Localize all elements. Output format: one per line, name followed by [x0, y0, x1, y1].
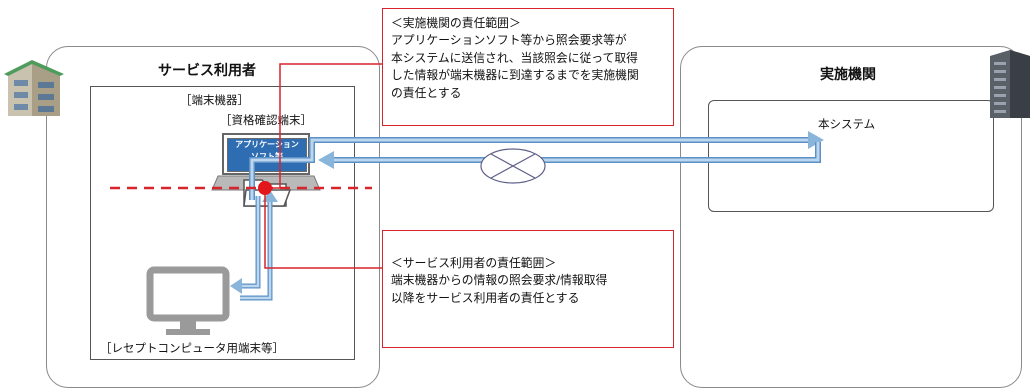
provider-responsibility-line-3: した情報が端末機器に到達するまでを実施機関	[391, 68, 639, 83]
diagram-graphics	[4, 50, 1030, 335]
user-responsibility-connector	[264, 188, 384, 269]
provider-responsibility-line-1: アプリケーションソフト等から照会要求等が	[391, 33, 627, 48]
user-responsibility-heading: ＜サービス利用者の責任範囲＞	[391, 256, 557, 270]
receipt-link-arrows	[230, 190, 278, 301]
main-system-label: 本システム	[818, 117, 876, 131]
user-responsibility-line-1: 端末機器からの情報の照会要求/情報取得	[391, 273, 608, 288]
institution-title: 実施機関	[820, 67, 876, 83]
provider-responsibility-connector	[265, 63, 384, 189]
app-software-line2: ソフト等	[251, 152, 283, 161]
provider-responsibility-heading: ＜実施機関の責任範囲＞	[391, 16, 521, 30]
provider-responsibility-line-4: の責任とする	[391, 85, 462, 100]
provider-responsibility-box: ＜実施機関の責任範囲＞ アプリケーションソフト等から照会要求等が 本システムに送…	[382, 8, 674, 126]
provider-responsibility-line-2: 本システムに送信され、当該照会に従って取得	[391, 50, 638, 65]
monitor-icon	[146, 266, 230, 335]
user-responsibility-line-2: 以降をサービス利用者の責任とする	[391, 290, 580, 305]
app-software-line1: アプリケーション	[235, 140, 299, 149]
terminal-equipment-label: ［端末機器］	[180, 93, 249, 107]
main-system-box	[708, 100, 994, 212]
user-responsibility-box: ＜サービス利用者の責任範囲＞ 端末機器からの情報の照会要求/情報取得 以降をサー…	[382, 230, 674, 348]
request-arrow	[249, 131, 824, 200]
receipt-computer-terminal-label: ［レセプトコンピュータ用端末等］	[100, 341, 284, 355]
qualification-terminal-label: ［資格確認端末］	[220, 113, 312, 127]
service-user-title: サービス利用者	[158, 63, 256, 79]
hospital-building-icon	[4, 60, 64, 116]
network-router-icon	[480, 148, 546, 184]
responsibility-point-dot	[258, 181, 272, 195]
app-software-screen: アプリケーション ソフト等	[227, 138, 307, 172]
response-arrow	[318, 142, 821, 169]
office-building-icon	[990, 50, 1030, 118]
